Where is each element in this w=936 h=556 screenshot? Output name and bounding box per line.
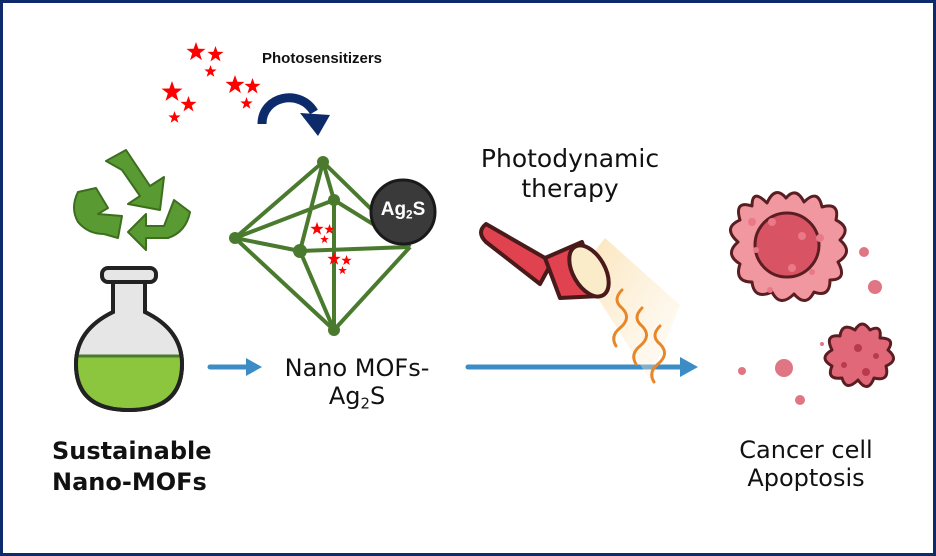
nanomof-ag-text: Ag [328, 382, 361, 411]
star-icon [204, 65, 217, 77]
ag2s-subscript: 2 [406, 208, 413, 222]
star-icon [240, 97, 253, 109]
apoptotic-debris [738, 247, 882, 405]
sustainable-line-2: Nano-MOFs [52, 468, 207, 497]
mof-octahedron-icon [229, 156, 412, 336]
curved-arrow-icon [257, 93, 330, 136]
star-icon [161, 81, 183, 101]
pdt-line-2: therapy [521, 173, 619, 203]
star-icon [320, 235, 329, 244]
star-icon [168, 111, 181, 123]
recycle-icon [73, 149, 191, 251]
star-icon [207, 46, 224, 62]
cancer-cell-large-icon [729, 191, 848, 302]
photosensitizer-stars [161, 42, 261, 123]
ag2s-particle-label: Ag2S [377, 199, 429, 222]
ag2s-base-text: Ag [380, 199, 407, 220]
flask-icon [73, 266, 185, 413]
star-icon [225, 75, 245, 94]
photodynamic-therapy-label: Photodynamic therapy [450, 144, 690, 203]
cancer-line-1: Cancer cell [739, 436, 873, 464]
flow-arrow-1 [207, 358, 262, 376]
sustainable-nano-mofs-label: Sustainable Nano-MOFs [52, 436, 212, 498]
ag2s-particle [369, 178, 437, 246]
star-icon [338, 266, 347, 275]
star-icon [310, 222, 324, 235]
cancer-cell-small-icon [823, 322, 895, 388]
nanomof-line-1: Nano MOFs- [284, 354, 430, 382]
nanomof-line-2: Ag2S [262, 382, 452, 413]
light-waves-icon [612, 288, 666, 384]
nanomof-s-text: S [369, 382, 386, 411]
star-icon [186, 42, 206, 61]
star-icon [341, 255, 352, 265]
nanomof-subscript: 2 [360, 394, 370, 413]
pdt-line-1: Photodynamic [480, 144, 660, 173]
sustainable-line-1: Sustainable [52, 437, 212, 465]
flashlight-icon [479, 222, 680, 384]
cancer-line-2: Apoptosis [747, 464, 865, 493]
star-icon [244, 78, 261, 94]
cancer-cell-apoptosis-label: Cancer cell Apoptosis [706, 436, 906, 493]
ag2s-end-text: S [412, 199, 426, 220]
photosensitizers-label: Photosensitizers [262, 50, 383, 67]
nano-mofs-ag2s-label: Nano MOFs- Ag2S [262, 354, 452, 413]
star-icon [180, 96, 197, 112]
